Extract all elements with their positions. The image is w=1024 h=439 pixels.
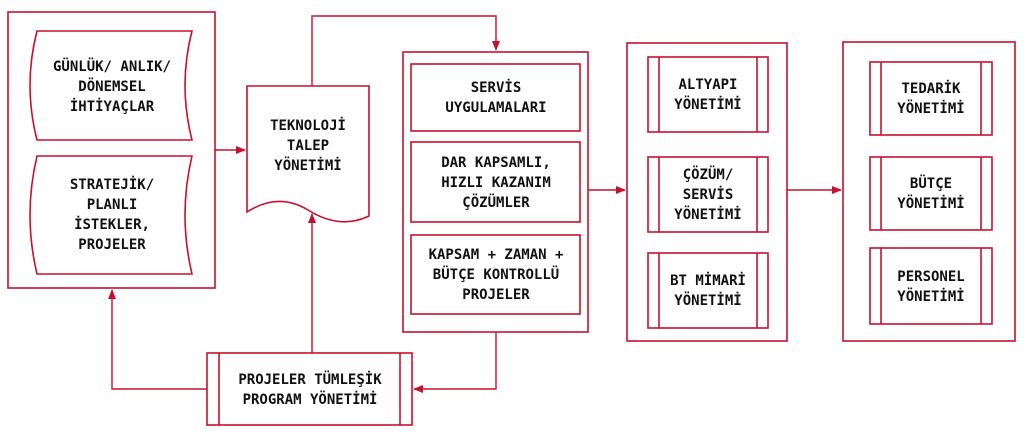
dar-kapsamli-label: DAR KAPSAMLI, HIZLI KAZANIM ÇÖZÜMLER (441, 155, 551, 211)
tedarik-label-line: YÖNETİMİ (897, 99, 964, 117)
teknoloji-talep-label: TEKNOLOJİ TALEP YÖNETİMİ (270, 117, 346, 174)
kapsam-zaman-label-line: PROJELER (462, 287, 530, 303)
butce-box (869, 156, 993, 231)
cozum-servis-label-line: ÇÖZÜM/ (683, 165, 734, 183)
bt-mimari-label-line: YÖNETİMİ (674, 291, 741, 309)
personel-label-line: PERSONEL (897, 269, 964, 285)
kapsam-zaman-label-line: BÜTÇE KONTROLLÜ (433, 265, 559, 283)
projeler-tumlesik-label: PROJELER TÜMLEŞİK PROGRAM YÖNETİMİ (238, 370, 382, 408)
personel-label-line: YÖNETİMİ (897, 287, 964, 305)
edge-delivery-to-projeler (413, 332, 497, 393)
personel-box (869, 247, 993, 325)
projeler-tumlesik-label-line: PROGRAM YÖNETİMİ (243, 390, 378, 408)
teknoloji-talep-shape (246, 85, 370, 223)
kapsam-zaman-box (410, 234, 581, 315)
gunluk-ihtiyaclar-shape (29, 30, 194, 141)
dar-kapsamli-box (410, 141, 581, 223)
edge-teknoloji-to-delivery (311, 15, 500, 86)
gunluk-ihtiyaclar-label-line: GÜNLÜK/ ANLIK/ (53, 57, 171, 75)
stratejik-istekler-label-line: PROJELER (78, 237, 146, 253)
bt-mimari-label: BT MİMARİ YÖNETİMİ (670, 272, 746, 309)
stratejik-istekler-label-line: İSTEKLER, (74, 216, 150, 233)
stratejik-istekler-label: STRATEJİK/PLANLI İSTEKLER, PROJELER (70, 176, 154, 253)
servis-uygulamalari-box (410, 63, 581, 132)
servis-uygulamalari-label-line: SERVİS (471, 79, 522, 96)
edge-projeler-to-demand (108, 289, 207, 390)
gunluk-ihtiyaclar-label: GÜNLÜK/ ANLIK/DÖNEMSEL İHTİYAÇLAR (53, 57, 171, 115)
butce-label: BÜTÇE YÖNETİMİ (897, 174, 964, 212)
altyapi-box (647, 56, 769, 133)
servis-uygulamalari-label: SERVİS UYGULAMALARI (445, 79, 546, 116)
dar-kapsamli-label-line: ÇÖZÜMLER (462, 193, 530, 211)
butce-label-line: BÜTÇE (910, 174, 952, 192)
cozum-servis-label-line: YÖNETİMİ (674, 205, 741, 223)
dar-kapsamli-label-line: HIZLI KAZANIM (441, 175, 551, 191)
gunluk-ihtiyaclar-label-line: DÖNEMSEL (78, 77, 145, 95)
bt-mimari-label-line: BT MİMARİ (670, 272, 746, 289)
altyapi-label-line: ALTYAPI (678, 77, 737, 93)
support-group-box (842, 41, 1016, 342)
altyapi-label: ALTYAPI YÖNETİMİ (674, 77, 741, 113)
tedarik-label: TEDARİK YÖNETİMİ (897, 80, 964, 117)
projeler-tumlesik-box (206, 352, 413, 426)
altyapi-label-line: YÖNETİMİ (674, 95, 741, 113)
servis-uygulamalari-label-line: UYGULAMALARI (445, 100, 546, 116)
gunluk-ihtiyaclar-label-line: İHTİYAÇLAR (70, 98, 155, 115)
tedarik-box (869, 61, 993, 136)
projeler-tumlesik-label-line: PROJELER TÜMLEŞİK (238, 370, 382, 388)
kapsam-zaman-label: KAPSAM + ZAMAN + BÜTÇE KONTROLLÜ PROJELER (429, 247, 564, 303)
teknoloji-talep-label-line: TEKNOLOJİ (270, 117, 346, 134)
personel-label: PERSONEL YÖNETİMİ (897, 269, 964, 305)
dar-kapsamli-label-line: DAR KAPSAMLI, (441, 155, 551, 171)
kapsam-zaman-label-line: KAPSAM + ZAMAN + (429, 247, 564, 263)
bt-mimari-box (647, 252, 769, 329)
cozum-servis-label-line: SERVİS (683, 186, 734, 203)
teknoloji-talep-label-line: YÖNETİMİ (274, 156, 341, 174)
stratejik-istekler-shape (29, 155, 194, 275)
teknoloji-talep-label-line: TALEP (287, 138, 329, 154)
tedarik-label-line: TEDARİK (901, 80, 961, 97)
management-group-box (626, 42, 788, 342)
cozum-servis-label: ÇÖZÜM/SERVİS YÖNETİMİ (674, 165, 741, 223)
stratejik-istekler-label-line: STRATEJİK/ (70, 176, 154, 193)
cozum-servis-box (647, 156, 769, 233)
stratejik-istekler-label-line: PLANLI (87, 197, 138, 213)
butce-label-line: YÖNETİMİ (897, 194, 964, 212)
